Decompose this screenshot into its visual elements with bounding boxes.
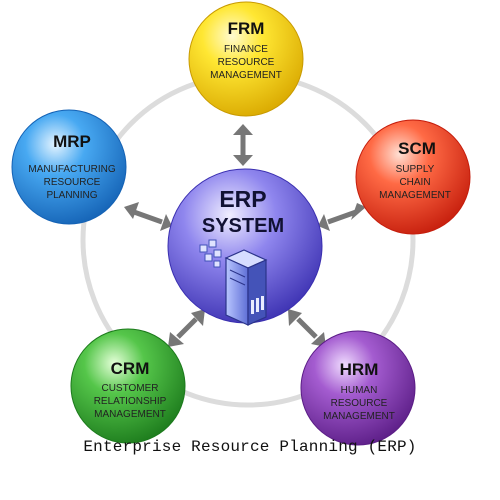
node-crm: CRM CUSTOMER RELATIONSHIP MANAGEMENT [70,328,186,444]
arrow-mrp [124,202,172,231]
node-scm-circle [355,119,471,235]
node-mrp-line-3: PLANNING [46,190,97,201]
node-frm-abbr: FRM [228,19,265,38]
node-mrp: MRP MANUFACTURING RESOURCE PLANNING [11,109,127,225]
node-crm-line-2: RELATIONSHIP [94,396,167,407]
node-crm-line-1: CUSTOMER [101,383,158,394]
node-crm-line-3: MANAGEMENT [94,409,166,420]
node-frm-line-1: FINANCE [224,44,268,55]
node-hrm-line-2: RESOURCE [331,398,388,409]
node-hrm-line-3: MANAGEMENT [323,411,395,422]
node-frm: FRM FINANCE RESOURCE MANAGEMENT [188,1,304,117]
node-frm-line-2: RESOURCE [218,57,275,68]
node-mrp-abbr: MRP [53,132,91,151]
node-scm-line-1: SUPPLY [396,164,435,175]
erp-title-line-2: SYSTEM [202,215,284,237]
node-mrp-line-2: RESOURCE [44,177,101,188]
erp-title-line-1: ERP [219,186,266,212]
arrow-crm [168,309,205,347]
node-mrp-circle [11,109,127,225]
diagram-caption: Enterprise Resource Planning (ERP) [83,438,417,456]
node-crm-abbr: CRM [111,359,150,378]
node-erp-center: ERP SYSTEM [167,168,323,326]
arrow-hrm [288,309,326,347]
node-scm-line-2: CHAIN [399,177,430,188]
node-hrm-abbr: HRM [340,360,379,379]
arrow-frm [233,124,253,166]
arrow-scm [318,203,366,231]
node-frm-circle [188,1,304,117]
node-scm-line-3: MANAGEMENT [379,190,451,201]
server-icon [199,239,268,326]
node-hrm-line-1: HUMAN [341,385,378,396]
node-hrm: HRM HUMAN RESOURCE MANAGEMENT [300,330,416,446]
node-mrp-line-1: MANUFACTURING [28,164,115,175]
node-scm: SCM SUPPLY CHAIN MANAGEMENT [355,119,471,235]
node-hrm-circle [300,330,416,446]
node-scm-abbr: SCM [398,139,436,158]
node-frm-line-3: MANAGEMENT [210,70,282,81]
node-crm-circle [70,328,186,444]
